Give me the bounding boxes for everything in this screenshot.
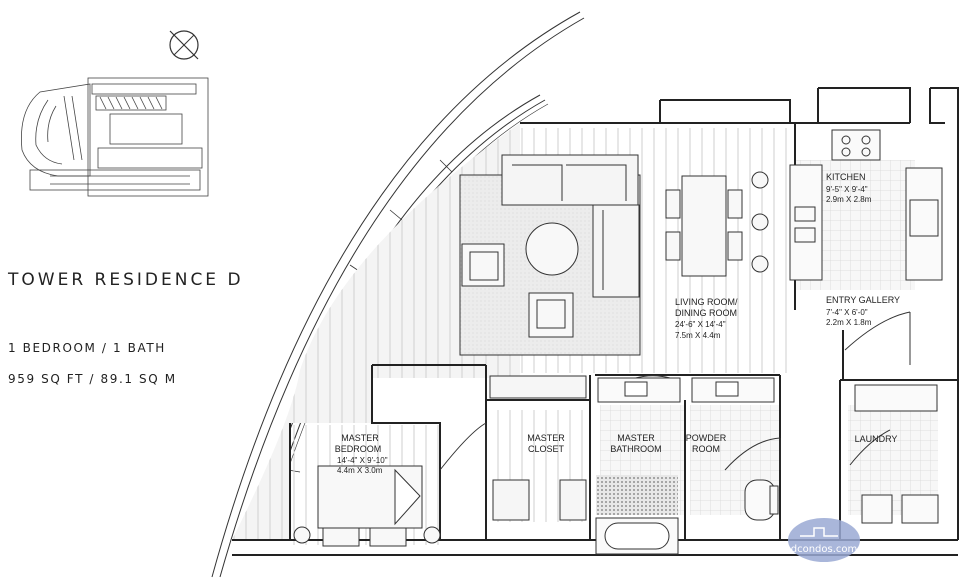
watermark-logo: dcondos.com	[788, 518, 860, 562]
living-label-1: LIVING ROOM/	[675, 297, 738, 307]
living-dim-ft: 24'-6" X 14'-4"	[675, 320, 726, 329]
unit-area: 959 SQ FT / 89.1 SQ M	[8, 372, 177, 386]
kitchen-dim-m: 2.9m X 2.8m	[826, 195, 872, 204]
kitchen-dim-ft: 9'-5" X 9'-4"	[826, 185, 868, 194]
powder-room-label-2: ROOM	[692, 444, 720, 454]
watermark-text: dcondos.com	[791, 544, 858, 555]
kitchen-label: KITCHEN	[826, 172, 866, 182]
unit-title: TOWER RESIDENCE D	[8, 270, 244, 290]
master-bedroom-dim-ft: 14'-4" X 9'-10"	[337, 456, 388, 465]
living-dim-m: 7.5m X 4.4m	[675, 331, 721, 340]
master-bedroom-dim-m: 4.4m X 3.0m	[337, 466, 383, 475]
room-labels: KITCHEN 9'-5" X 9'-4" 2.9m X 2.8m LIVING…	[335, 172, 900, 475]
living-label-2: DINING ROOM	[675, 308, 737, 318]
master-bathroom-label-2: BATHROOM	[610, 444, 661, 454]
bathroom-fixtures	[595, 377, 779, 555]
entry-label: ENTRY GALLERY	[826, 295, 900, 305]
powder-room-label-1: POWDER	[686, 433, 727, 443]
dining-furniture	[665, 171, 769, 277]
master-bedroom-label-2: BEDROOM	[335, 444, 382, 454]
kitchen-fixtures	[789, 129, 943, 281]
master-closet-label-1: MASTER	[527, 433, 565, 443]
master-bedroom-label-1: MASTER	[341, 433, 379, 443]
entry-dim-m: 2.2m X 1.8m	[826, 318, 872, 327]
laundry-fixtures	[854, 384, 939, 524]
laundry-label: LAUNDRY	[855, 434, 898, 444]
bedroom-furniture	[293, 465, 441, 547]
living-furniture	[459, 154, 641, 356]
bed-bath-count: 1 BEDROOM / 1 BATH	[8, 341, 166, 355]
north-arrow-icon	[169, 30, 199, 60]
master-bathroom-label-1: MASTER	[617, 433, 655, 443]
closet-fixtures	[489, 375, 587, 521]
key-plan-icon	[21, 77, 209, 197]
entry-dim-ft: 7'-4" X 6'-0"	[826, 308, 868, 317]
master-closet-label-2: CLOSET	[528, 444, 565, 454]
